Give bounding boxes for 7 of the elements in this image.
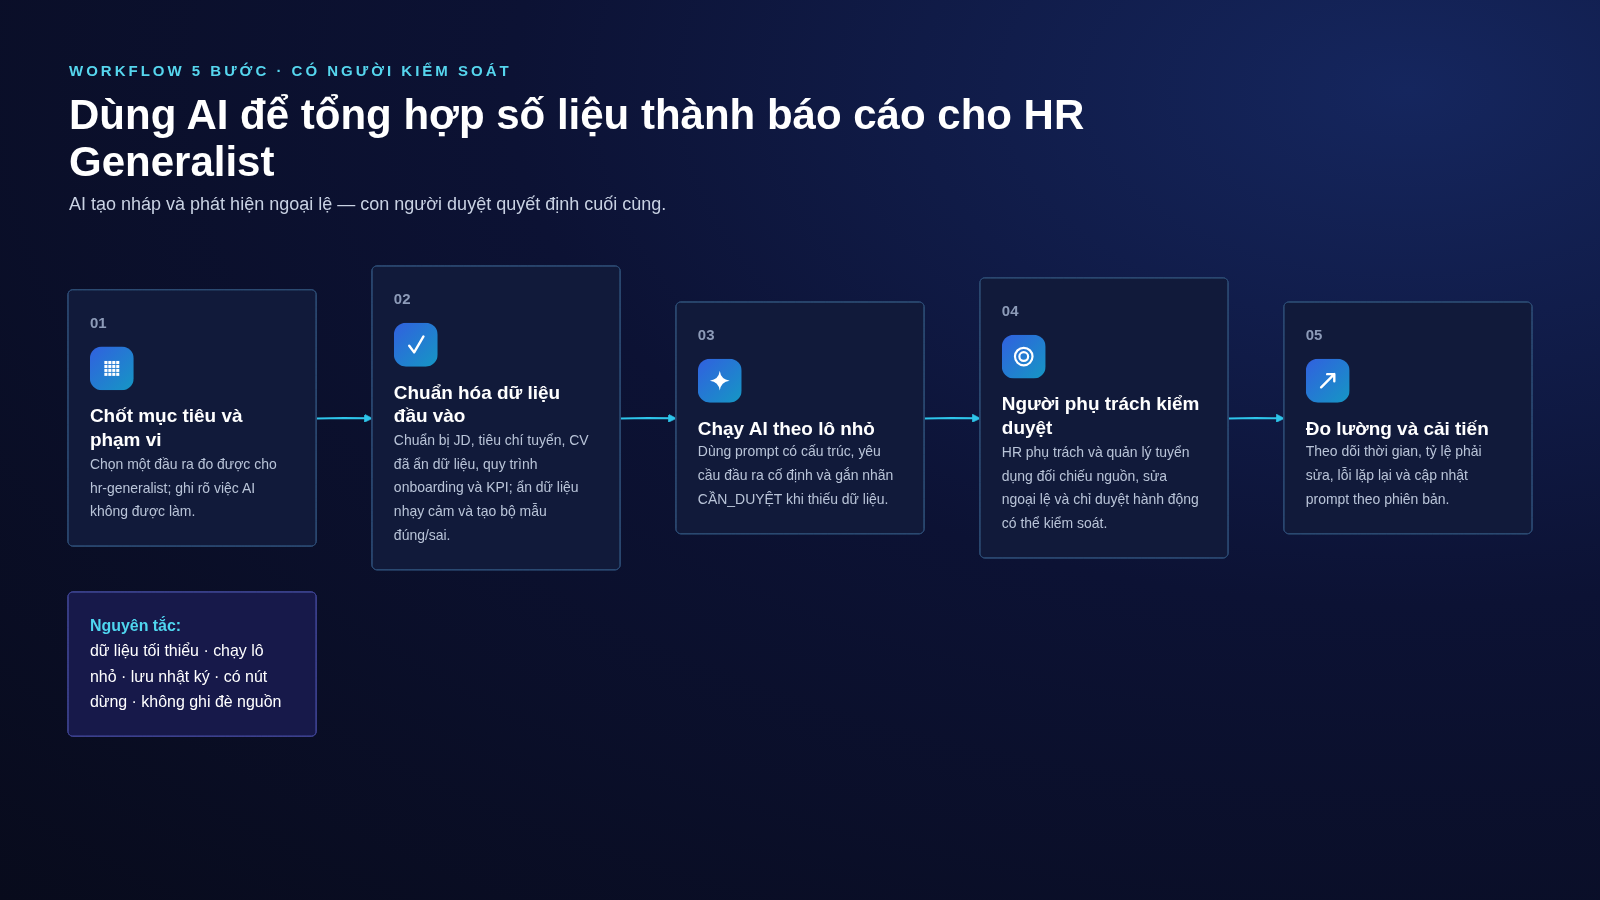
subtitle: AI tạo nháp và phát hiện ngoại lệ — con người duyệt quyết định cuối cùng. bbox=[69, 193, 667, 215]
arrow bbox=[923, 413, 981, 423]
arrow bbox=[315, 413, 373, 423]
eyebrow-text: WORKFLOW 5 BƯỚC · CÓ NGƯỜI KIỂM SOÁT bbox=[69, 62, 512, 79]
title: Dùng AI để tổng hợp số liệu thành báo cáo cho HR Generalist bbox=[69, 91, 1086, 186]
arrow bbox=[1227, 413, 1285, 423]
arrow bbox=[619, 413, 677, 423]
